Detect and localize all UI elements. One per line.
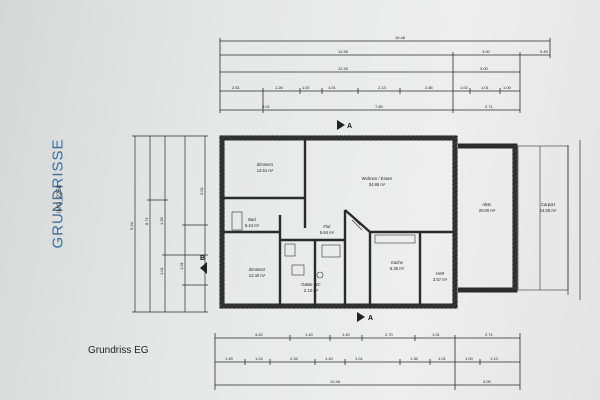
dim-bottom-1f: 2.71 xyxy=(485,332,494,337)
dim-top-4a: 2.51 xyxy=(232,85,241,90)
room-name-gaeste-wc: Gäste WC xyxy=(301,282,320,287)
room-area-abst: 20.00 m² xyxy=(479,208,496,213)
dim-bottom-1e: 1.01 xyxy=(432,332,441,337)
dim-bottom-1d: 2.70 xyxy=(385,332,394,337)
room-area-flur: 5.84 m² xyxy=(320,230,335,235)
room-name-zimmer2: Zimmer2 xyxy=(249,267,266,272)
room-area-zimmer1: 12.51 m² xyxy=(257,168,274,173)
dim-bottom-2f: 1.36 xyxy=(410,356,419,361)
room-name-carport: Carport xyxy=(541,202,556,207)
room-name-flur: Flur xyxy=(323,224,331,229)
dim-top-5c: 2.71 xyxy=(485,104,494,109)
dim-top-4g: 1.00 xyxy=(460,85,469,90)
left-dimension-lines: 9.24 8.71 1.01 1.26 1.01 2.51 xyxy=(129,135,208,313)
room-area-carport: 24.00 m² xyxy=(540,208,557,213)
dim-left-b: 8.71 xyxy=(144,216,149,225)
dim-left-c: 1.01 xyxy=(159,266,164,275)
dim-bottom-2c: 2.34 xyxy=(290,356,299,361)
room-area-gaeste-wc: 2.10 m² xyxy=(304,288,319,293)
dim-bottom-2d: 1.40 xyxy=(325,356,334,361)
room-name-zimmer1: Zimmer1 xyxy=(257,162,274,167)
dim-bottom-2b: 1.24 xyxy=(255,356,264,361)
dim-bottom-1b: 1.40 xyxy=(305,332,314,337)
dim-top-2c: 3.49 xyxy=(540,49,549,54)
section-mark-bottom: A xyxy=(368,315,373,322)
fixtures xyxy=(231,211,416,279)
dim-bottom-3b: 3.00 xyxy=(483,379,492,384)
room-area-bad: 6.44 m² xyxy=(245,223,260,228)
dim-top-4d: 1.01 xyxy=(328,85,337,90)
dim-top-5a: 4.01 xyxy=(262,104,271,109)
room-area-zimmer2: 12.40 m² xyxy=(249,273,266,278)
dim-bottom-3a: 12.46 xyxy=(330,379,341,384)
dim-top-4f: 2.85 xyxy=(425,85,434,90)
exterior-walls xyxy=(219,135,458,309)
dim-top-4i: 1.00 xyxy=(503,85,512,90)
dim-bottom-1c: 1.40 xyxy=(342,332,351,337)
room-name-har: HAR xyxy=(436,271,445,276)
dim-top-4e: 2.13 xyxy=(378,85,387,90)
dim-bottom-2h: 1.00 xyxy=(465,356,474,361)
floor-plan-caption: Grundriss EG xyxy=(88,345,149,356)
dim-top-3a: 12.40 xyxy=(338,66,349,71)
interior-walls xyxy=(222,138,455,306)
top-dimension-lines xyxy=(219,38,551,113)
dim-left-f: 2.51 xyxy=(199,186,204,195)
dim-top-total: 15.48 xyxy=(395,35,406,40)
dim-bottom-1a: 4.42 xyxy=(255,332,264,337)
dim-left-a: 9.24 xyxy=(129,221,134,230)
dim-top-4h: 1.01 xyxy=(481,85,490,90)
room-labels: Zimmer1 12.51 m² Wohnen / Essen 34.86 m²… xyxy=(245,162,557,293)
room-name-bad: Bad xyxy=(248,217,256,222)
dim-bottom-2g: 1.01 xyxy=(438,356,447,361)
section-mark-top: A xyxy=(347,123,352,130)
room-area-wohnen: 34.86 m² xyxy=(369,182,386,187)
garage-carport-outline xyxy=(458,140,581,300)
dim-bottom-2i: 1.13 xyxy=(490,356,499,361)
dim-left-d: 1.26 xyxy=(159,216,164,225)
dim-top-2b: 3.00 xyxy=(482,49,491,54)
dim-bottom-2e: 1.01 xyxy=(355,356,364,361)
room-name-abst: Abst. xyxy=(482,202,492,207)
dim-top-2a: 12.99 xyxy=(338,49,349,54)
dim-top-4c: 1.67 xyxy=(302,85,311,90)
top-dimension-texts: 15.48 12.99 3.00 3.49 12.40 3.00 2.51 1.… xyxy=(232,35,549,109)
room-name-wohnen: Wohnen / Essen xyxy=(362,176,393,181)
room-area-kueche: 6.35 m² xyxy=(390,266,405,271)
room-name-kueche: Küche xyxy=(391,260,404,265)
section-markers: A A B xyxy=(200,120,373,322)
bottom-dimension-lines: 4.42 1.40 1.40 2.70 1.01 2.71 1.49 1.24 … xyxy=(214,332,521,390)
dim-bottom-2a: 1.49 xyxy=(225,356,234,361)
section-label-b: B xyxy=(200,255,205,262)
dim-top-4b: 1.26 xyxy=(275,85,284,90)
room-area-har: 3.57 m² xyxy=(433,277,448,282)
dim-left-e: 1.01 xyxy=(179,261,184,270)
dim-top-3b: 3.00 xyxy=(480,66,489,71)
dim-top-5b: 7.80 xyxy=(375,104,384,109)
